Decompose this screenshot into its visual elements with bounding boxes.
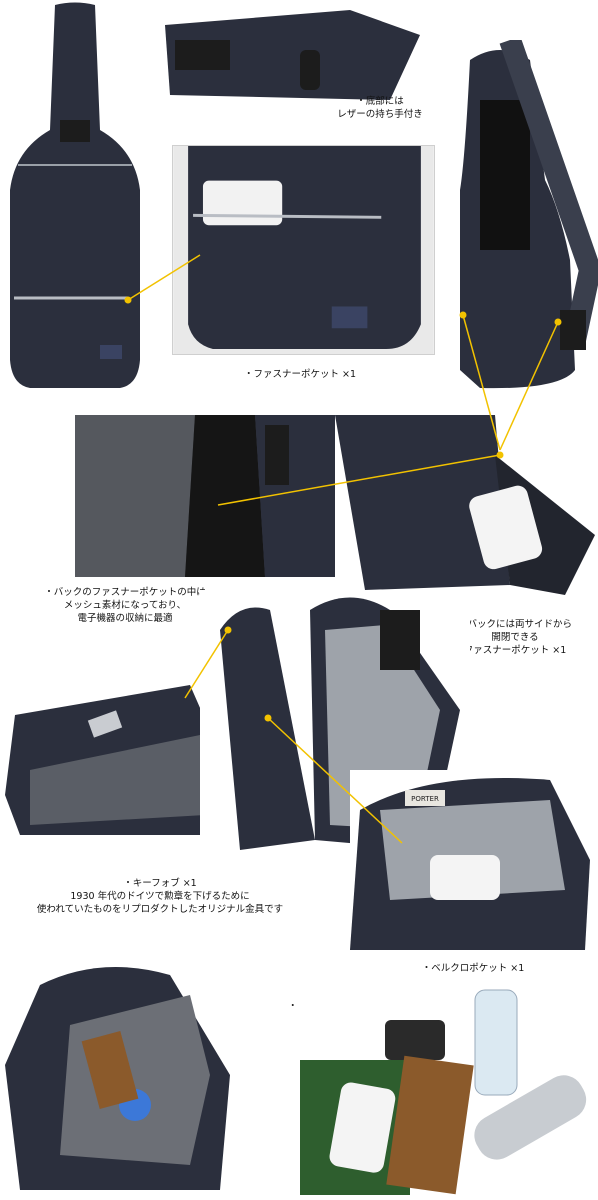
photo-bottom-handle: [150, 0, 440, 105]
brand-label: PORTER: [411, 795, 439, 803]
photo-bag-front: [0, 0, 150, 390]
caption-bottom-handle: ・底部には レザーの持ち手付き: [337, 96, 423, 120]
caption-side-pocket: ・バックには両サイドから 開閉できる ファスナーポケット ×1: [457, 619, 572, 656]
photo-contents: [295, 975, 598, 1200]
caption-back-pocket: ・バックのファスナーポケットの中は メッシュ素材になっており、 電子機器の収納に…: [44, 587, 206, 624]
caption-velcro-pocket: ・ベルクロポケット ×1: [421, 963, 525, 974]
caption-key-fob: ・キーフォブ ×1 1930 年代のドイツで勲章を下げるために 使われていたもの…: [36, 878, 284, 915]
photo-velcro-pocket: PORTER: [350, 770, 598, 955]
photo-back-pocket-mesh: [75, 415, 337, 577]
photo-side-pocket: [335, 415, 598, 595]
photo-key-fob: [0, 675, 230, 850]
photo-zip-pocket: [172, 145, 435, 355]
photo-packed-bag: [0, 955, 265, 1195]
caption-zip-pocket: ・ファスナーポケット ×1: [243, 369, 357, 380]
photo-bag-back: [440, 40, 598, 395]
